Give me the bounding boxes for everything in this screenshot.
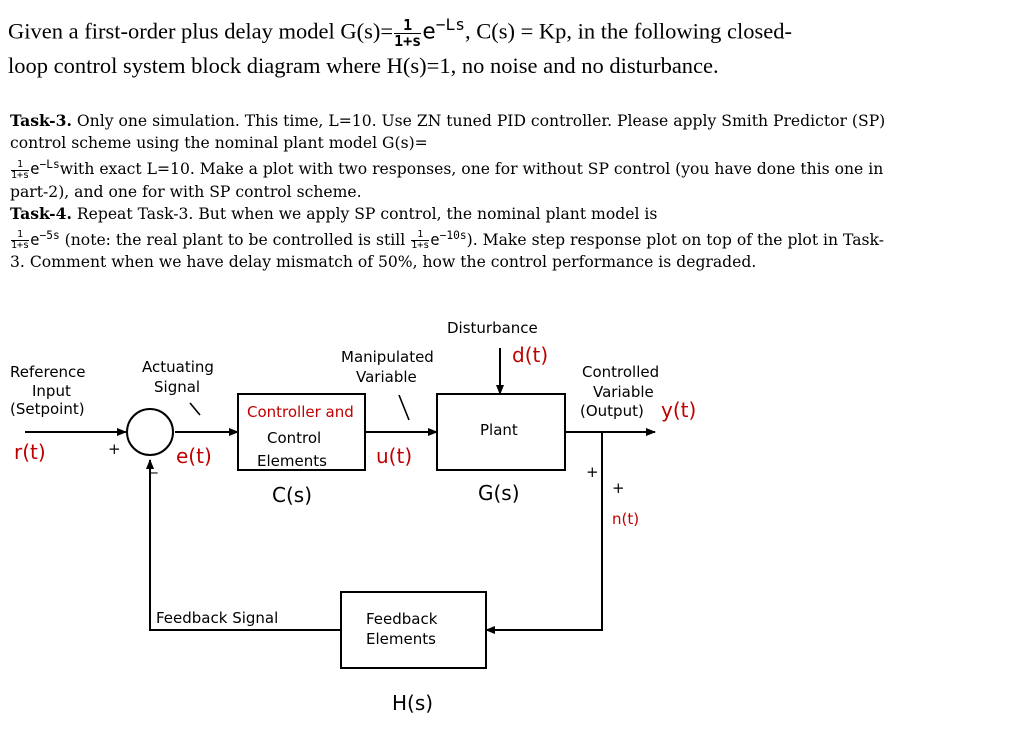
feedback-path-right — [485, 432, 603, 634]
feedback-tf-label: H(s) — [392, 691, 433, 715]
plant-tf-label: G(s) — [478, 481, 520, 505]
manipulated-pointer — [398, 394, 410, 421]
reference-signal-label: r(t) — [14, 440, 46, 464]
controller-label-1: Controller and — [247, 403, 354, 421]
task-3-text: Task-3. Only one simulation. This time, … — [10, 111, 886, 272]
reference-label-3: (Setpoint) — [10, 400, 85, 418]
disturbance-signal-label: d(t) — [512, 343, 548, 367]
manipulated-label-2: Variable — [356, 368, 417, 386]
sum-plus-sign: + — [108, 440, 121, 458]
manipulated-label-1: Manipulated — [341, 348, 434, 366]
task-3-heading: Task-3. — [10, 111, 72, 130]
actuating-pointer — [189, 402, 201, 416]
plant-block — [436, 393, 566, 471]
controlled-label-1: Controlled — [582, 363, 659, 381]
summing-junction — [126, 408, 174, 456]
task-4-heading: Task-4. — [10, 203, 72, 223]
controller-block — [237, 393, 366, 471]
feedback-elements-block — [340, 591, 487, 669]
noise-plus-sign-1: + — [586, 463, 599, 481]
reference-label-1: Reference — [10, 363, 86, 381]
controller-tf-label: C(s) — [272, 483, 312, 507]
controlled-label-3: (Output) — [580, 402, 644, 420]
feedback-elements-label-2: Elements — [366, 630, 436, 648]
controller-label-2: Control — [267, 429, 321, 447]
problem-intro: Given a first-order plus delay model G(s… — [8, 8, 1008, 83]
sum-minus-sign: _ — [149, 456, 158, 475]
intro-exp-base: e — [422, 18, 436, 45]
intro-text-a: Given a first-order plus delay model G(s… — [8, 18, 394, 44]
actuating-label-2: Signal — [154, 378, 200, 396]
noise-signal-label: n(t) — [612, 510, 639, 528]
controlled-label-2: Variable — [593, 383, 654, 401]
disturbance-label: Disturbance — [447, 319, 538, 337]
feedback-elements-label-1: Feedback — [366, 610, 438, 628]
intro-exp-sup: −Ls — [435, 15, 465, 34]
feedback-path-left — [146, 459, 341, 631]
control-signal-label: u(t) — [376, 444, 412, 468]
intro-text-b: , C(s) = Kp, in the following closed- — [464, 18, 793, 44]
intro-text-line2: loop control system block diagram where … — [8, 52, 719, 78]
reference-label-2: Input — [32, 382, 71, 400]
error-signal-label: e(t) — [176, 444, 212, 468]
noise-plus-sign-2: + — [612, 479, 625, 497]
feedback-signal-label: Feedback Signal — [156, 609, 278, 627]
actuating-label-1: Actuating — [142, 358, 214, 376]
controller-label-3: Elements — [257, 452, 327, 470]
plant-label: Plant — [480, 421, 518, 439]
output-signal-label: y(t) — [661, 398, 696, 422]
